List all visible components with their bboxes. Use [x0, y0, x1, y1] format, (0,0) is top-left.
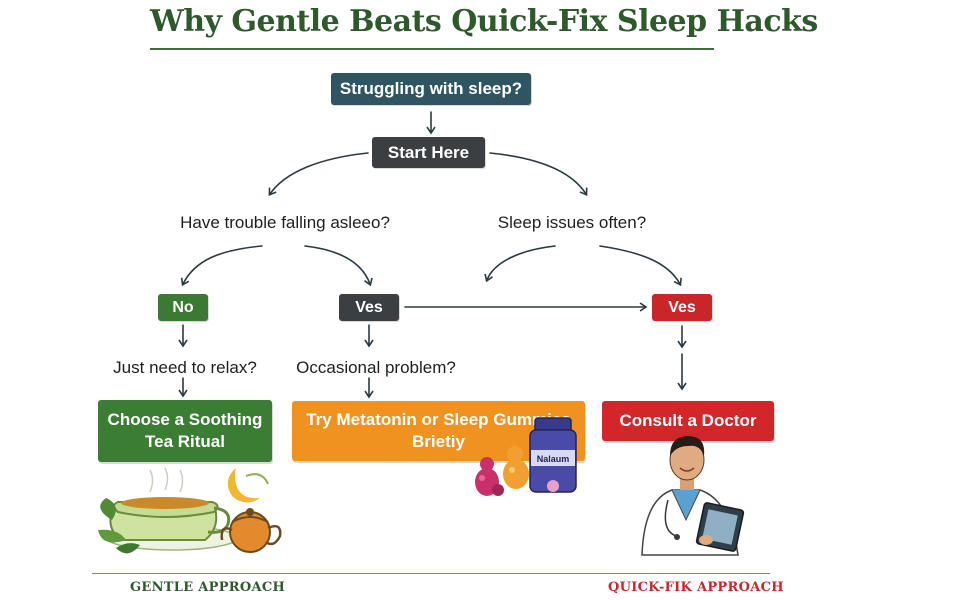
outcome-tea-ritual: Choose a Soothing Tea Ritual	[98, 400, 272, 462]
question-sleep-often: Sleep issues often?	[497, 213, 647, 232]
arrow-starthere-to-left	[268, 152, 369, 197]
outcome-tea-line2: Tea Ritual	[145, 432, 225, 451]
outcome-melatonin-line2: Brietiy	[412, 432, 465, 451]
clipboard-icon	[695, 502, 745, 552]
jar-label: Nalaum	[537, 454, 570, 464]
answer-no-node: No	[158, 294, 208, 321]
footer-quick-fix-approach: QUICK-FIK APPROACH	[608, 580, 784, 595]
question-falling-asleep: Have trouble falling asleeo?	[180, 213, 390, 232]
outcome-consult-doctor: Consult a Doctor	[602, 401, 774, 441]
arrow-right-to-yes	[599, 245, 682, 287]
title-underline	[150, 48, 714, 50]
footer-gentle-approach: GENTLE APPROACH	[130, 580, 286, 595]
answer-yes-right-node: Ves	[652, 294, 712, 321]
outcome-melatonin-line1: Try Metatonin or Sleep Gummies	[306, 410, 571, 429]
question-occasional: Occasional problem?	[296, 358, 456, 377]
teapot-icon	[220, 508, 282, 553]
answer-yes-left-node: Ves	[339, 294, 399, 321]
gummy-bears-icon	[475, 446, 529, 496]
arrow-left-to-yes	[304, 245, 373, 287]
page-title: Why Gentle Beats Quick-Fix Sleep Hacks	[150, 4, 818, 39]
start-here-node: Start Here	[372, 137, 485, 168]
question-need-relax: Just need to relax?	[113, 358, 257, 377]
supplement-jar-icon: Nalaum	[529, 417, 577, 493]
arrow-left-to-no	[180, 245, 263, 287]
arrow-starthere-to-right	[489, 152, 588, 197]
moon-icon	[227, 468, 269, 503]
footer-divider	[92, 573, 770, 574]
arrow-right-curl	[484, 245, 556, 283]
outcome-tea-line1: Choose a Soothing	[107, 410, 263, 429]
tea-cup-icon	[98, 467, 238, 554]
start-question-node: Struggling with sleep?	[331, 73, 531, 105]
